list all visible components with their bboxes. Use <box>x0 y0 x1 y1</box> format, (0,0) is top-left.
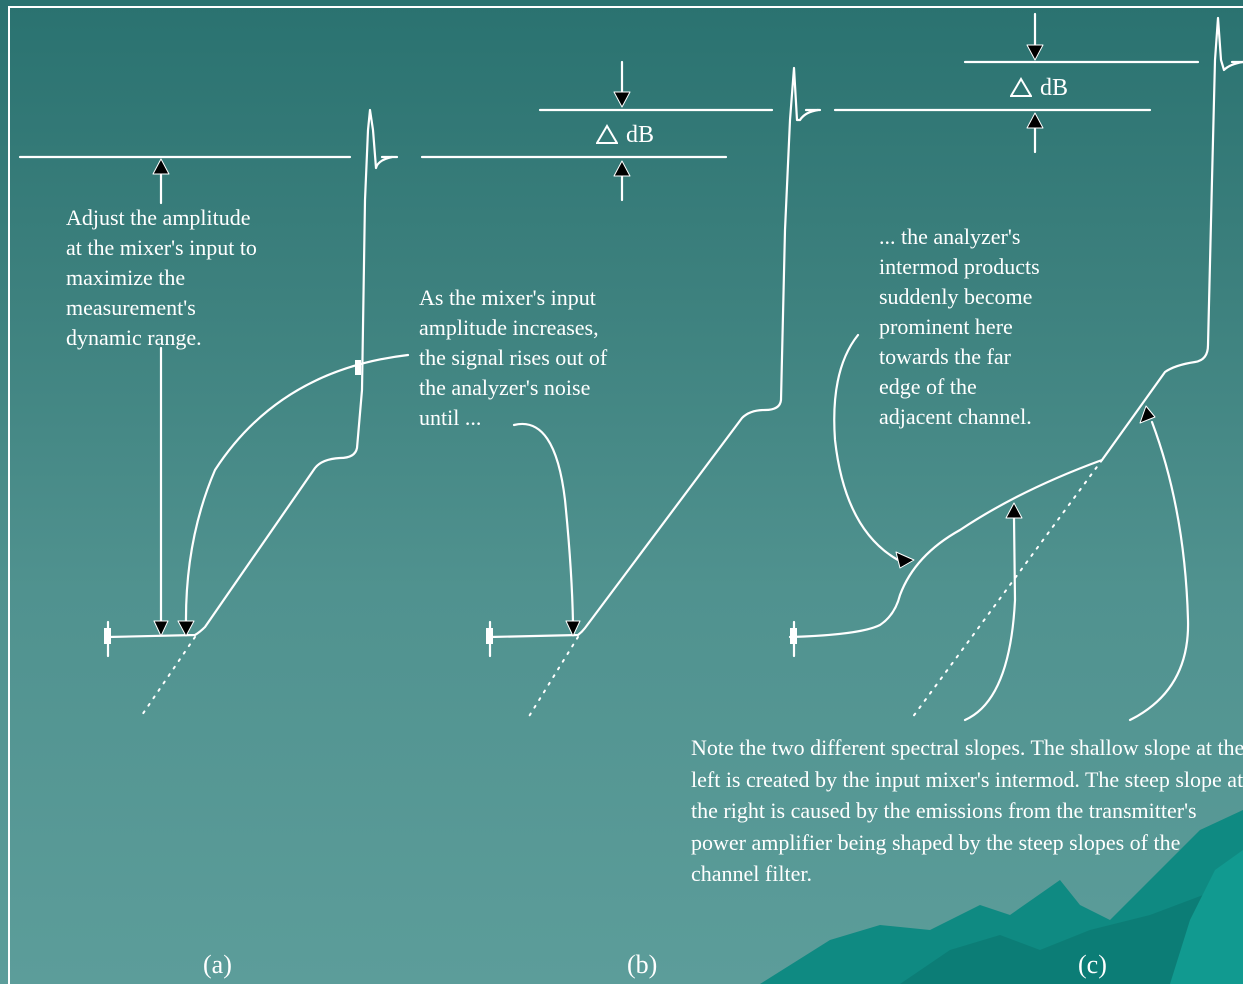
panel-c-callout-arrowhead-right <box>1139 405 1156 424</box>
panel-a-amplitude-arrowhead <box>153 620 169 637</box>
panel-b-bottom-arrowhead <box>613 160 631 177</box>
panel-c-callout-arrowhead-left <box>895 551 915 569</box>
panel-a-spectrum-trace <box>106 108 394 639</box>
rock-shape <box>1170 850 1243 984</box>
panel-a-note: Adjust the amplitude at the mixer's inpu… <box>66 205 257 350</box>
panel-a-callout-arrowhead <box>177 620 195 637</box>
panel-a-marker <box>355 360 361 375</box>
panel-b-delta-label: dB <box>596 121 654 149</box>
panel-a-label: (a) <box>203 950 232 979</box>
rock-shape <box>900 880 1243 984</box>
delta-icon <box>596 124 618 144</box>
panel-b-label: (b) <box>627 950 658 979</box>
panel-b-noise-extension <box>527 636 579 719</box>
panel-b-spectrum-trace <box>488 66 820 639</box>
panel-b-callout-curve <box>512 422 575 625</box>
panel-c-note: ... the analyzer's intermod products sud… <box>879 224 1040 429</box>
panel-c-label: (c) <box>1078 950 1107 979</box>
panel-b-graph <box>420 60 822 719</box>
panel-a-graph <box>18 108 410 719</box>
panel-c-footnote: Note the two different spectral slopes. … <box>691 735 1243 886</box>
panel-c-delta-label: dB <box>1010 74 1068 102</box>
panel-c-callout-curve-right <box>1128 420 1190 722</box>
panel-c-intermod-extension <box>911 459 1103 719</box>
panel-c-callout-curve-middle <box>963 516 1017 722</box>
delta-icon <box>1010 77 1032 97</box>
panel-b-delta-text: dB <box>626 122 655 148</box>
panel-c-delta-text: dB <box>1040 75 1069 101</box>
panel-c-spectrum-trace <box>788 16 1243 639</box>
panel-c-callout-curve-left <box>833 333 900 562</box>
panel-b-note: As the mixer's input amplitude increases… <box>419 285 608 430</box>
panel-c-graph <box>788 12 1243 722</box>
panel-c-bottom-arrowhead <box>1026 112 1044 129</box>
panel-b-top-arrowhead <box>613 91 631 108</box>
panel-a-noise-extension <box>139 636 196 719</box>
panel-c-top-arrowhead <box>1026 44 1044 61</box>
panel-c-callout-arrowhead-middle <box>1005 502 1023 519</box>
panel-a-up-arrowhead <box>152 158 170 175</box>
panel-a-callout-curve <box>184 353 410 627</box>
panel-b-callout-arrowhead <box>565 620 581 637</box>
